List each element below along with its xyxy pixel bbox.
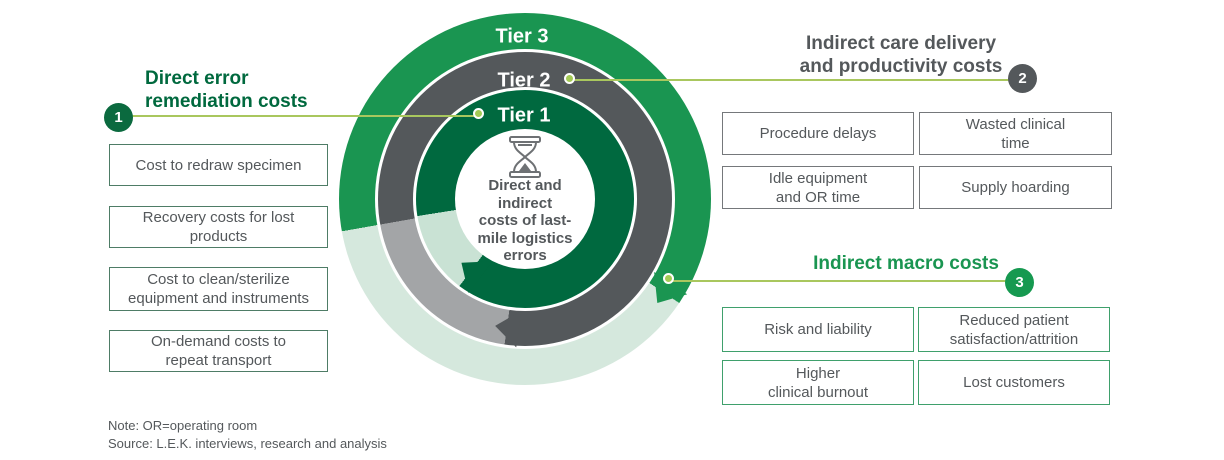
cost-box-idle-equipment: Idle equipment and OR time [722,166,914,209]
tier2-label: Tier 2 [497,69,551,92]
group2-title: Indirect care delivery and productivity … [799,33,1003,77]
cost-box-risk-liability: Risk and liability [722,307,914,352]
tier2-anchor-dot [564,73,575,84]
tier3-label: Tier 3 [495,25,549,48]
cost-box-wasted-clinical-time: Wasted clinical time [919,112,1112,155]
group3-number-badge: 3 [1005,268,1034,297]
cost-box-on-demand-transport: On-demand costs to repeat transport [109,330,328,372]
cost-box-supply-hoarding: Supply hoarding [919,166,1112,209]
group1-title: Direct error remediation costs [145,68,308,112]
cost-box-procedure-delays: Procedure delays [722,112,914,155]
center-circle [455,129,595,269]
connector-line-3 [671,280,1008,282]
tier3-anchor-dot [663,273,674,284]
hourglass-icon [509,136,541,178]
tier1-label: Tier 1 [497,104,551,127]
group1-number-badge: 1 [104,103,133,132]
group2-number-badge: 2 [1008,64,1037,93]
cost-box-reduced-satisfaction: Reduced patient satisfaction/attrition [918,307,1110,352]
cost-box-redraw-specimen: Cost to redraw specimen [109,144,328,186]
connector-line-1 [118,115,481,117]
tier1-anchor-dot [473,108,484,119]
connector-line-2 [572,79,1009,81]
cost-box-recovery-lost-products: Recovery costs for lost products [109,206,328,248]
cost-box-lost-customers: Lost customers [918,360,1110,405]
source-text: Source: L.E.K. interviews, research and … [108,436,387,451]
cost-box-clean-sterilize: Cost to clean/sterilize equipment and in… [109,267,328,311]
cost-box-clinical-burnout: Higher clinical burnout [722,360,914,405]
center-core-text: Direct and indirect costs of last- mile … [477,177,573,264]
group3-title: Indirect macro costs [813,253,999,274]
note-text: Note: OR=operating room [108,418,258,433]
